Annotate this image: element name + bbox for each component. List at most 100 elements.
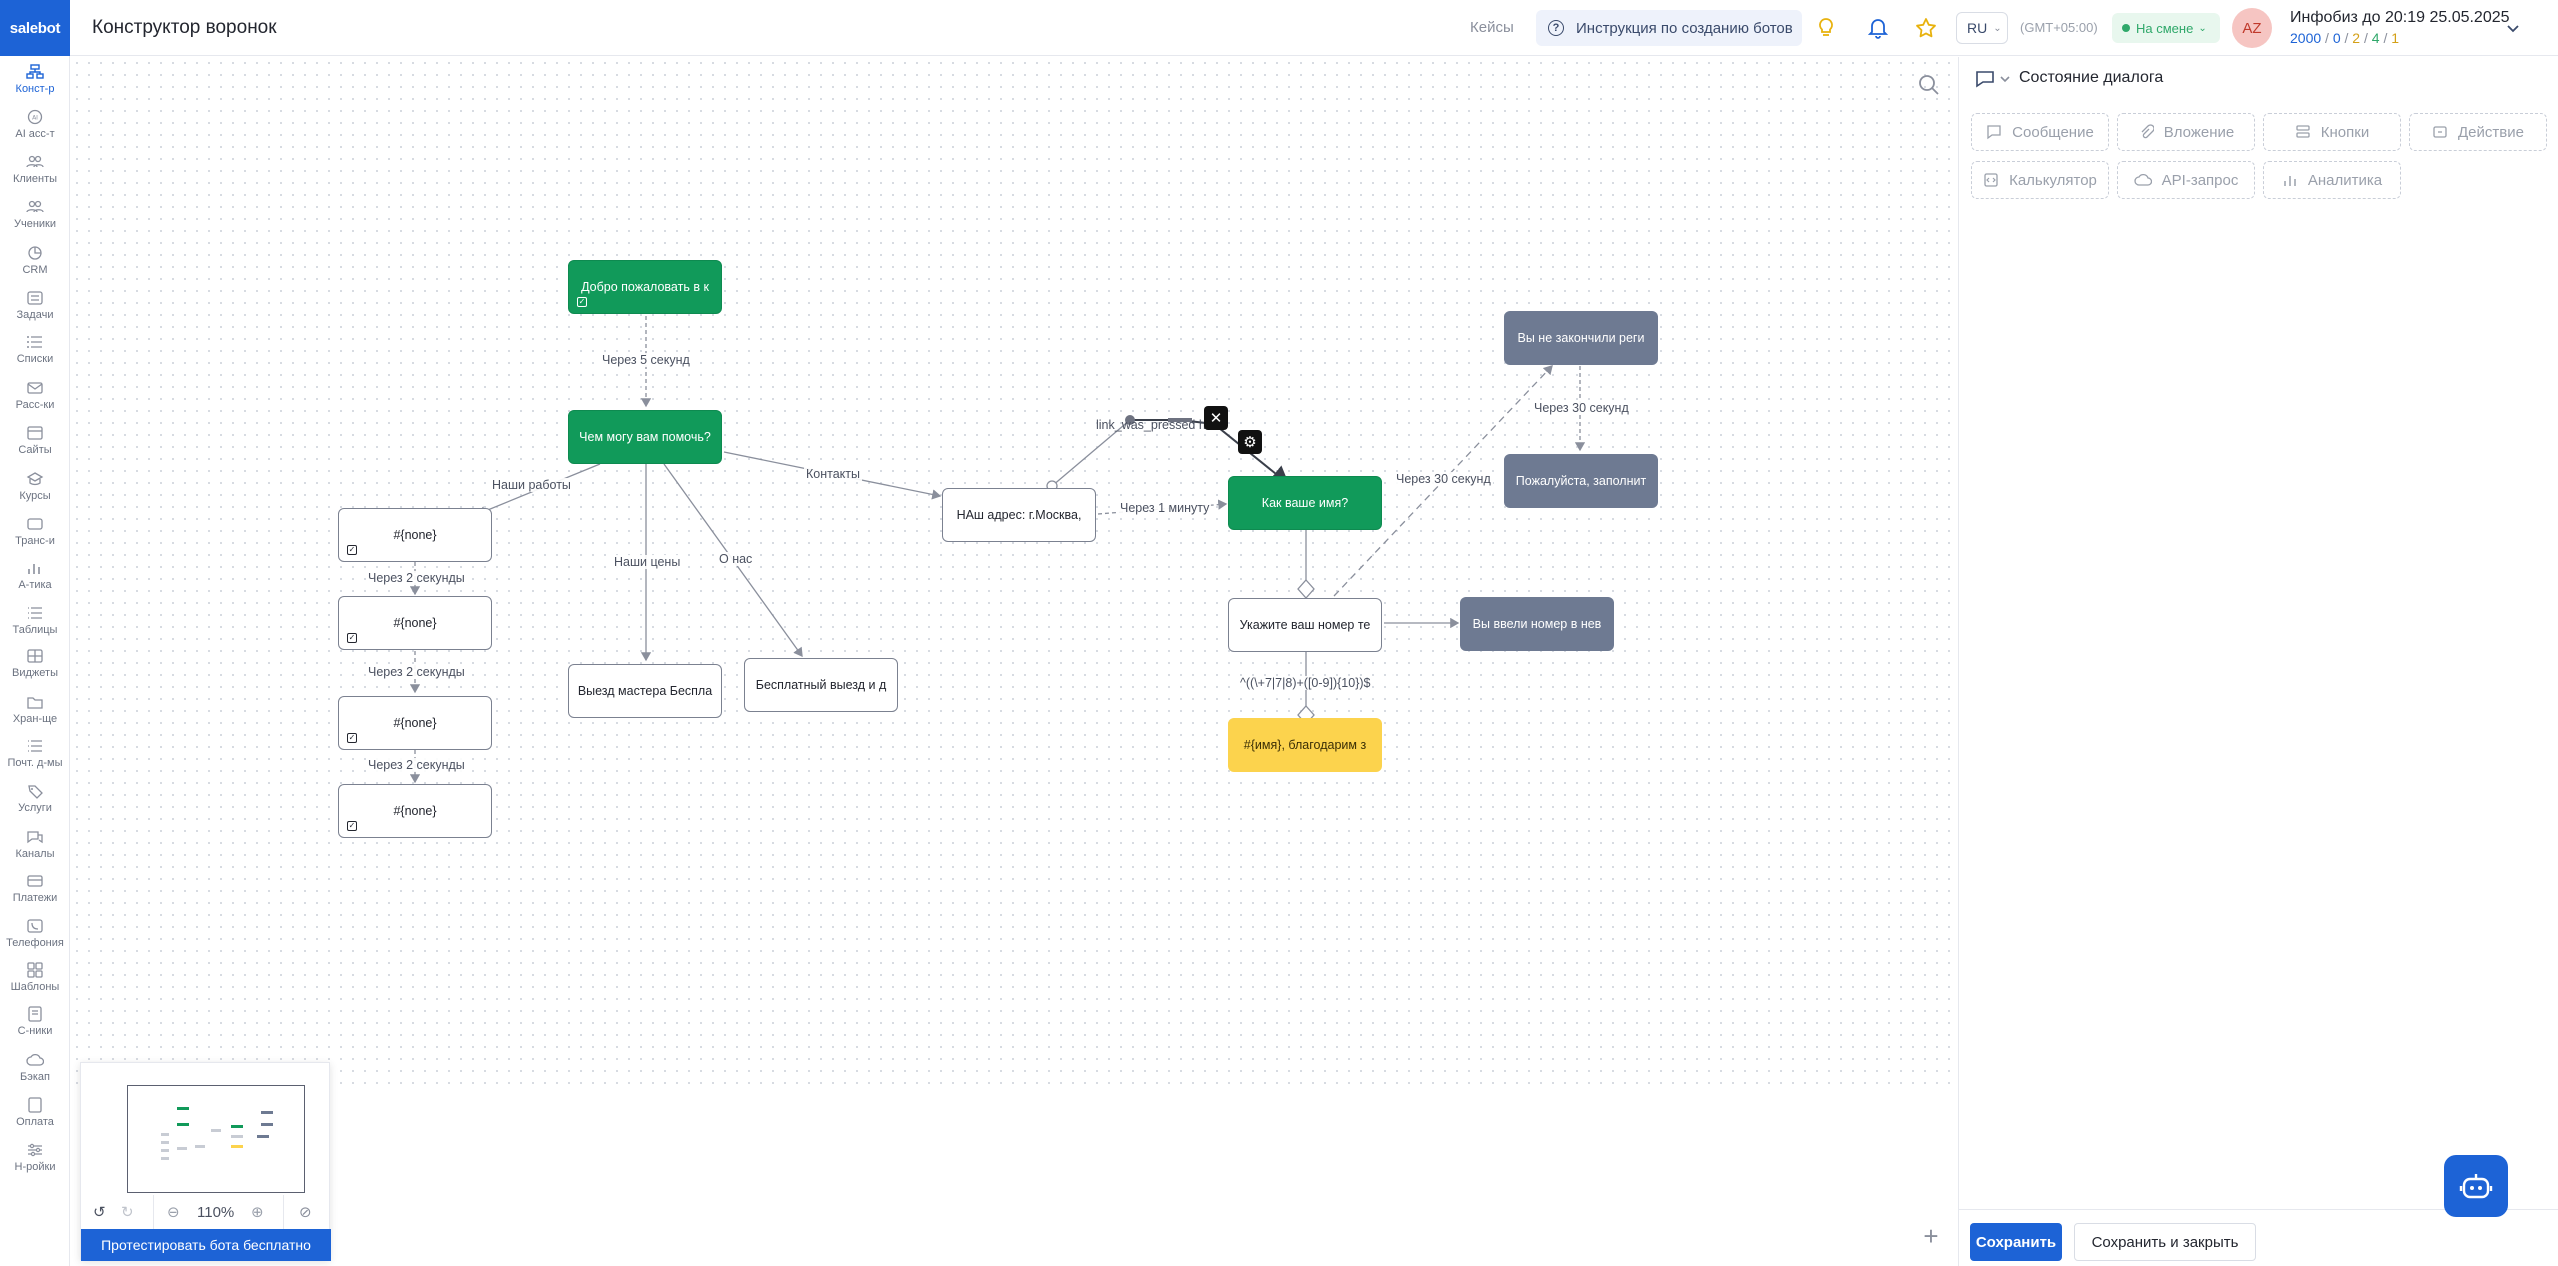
edge-label[interactable]: Наши цены [612,555,683,569]
zoom-out-icon[interactable]: ⊖ [167,1204,180,1221]
sidebar-item-ai[interactable]: AI AI асс-т [0,109,70,140]
assistant-bot-button[interactable] [2444,1155,2508,1217]
sidebar-item-label: А-тика [18,579,52,591]
language-select[interactable]: RU ⌄ [1956,12,2008,44]
edge-label[interactable]: Через 2 секунды [366,665,467,679]
save-button[interactable]: Сохранить [1970,1223,2062,1261]
sidebar-item-clients[interactable]: Клиенты [0,154,70,185]
close-icon: ✕ [1209,410,1223,427]
sidebar-item-widgets[interactable]: Виджеты [0,648,70,679]
add-calculator-block-button[interactable]: Калькулятор [1971,161,2109,199]
sidebar-item-courses[interactable]: Курсы [0,471,70,502]
node-master[interactable]: Выезд мастера Беспла [568,664,722,718]
node-ask-name[interactable]: Как ваше имя? [1228,476,1382,530]
avatar[interactable]: AZ [2232,8,2272,48]
node-address[interactable]: НАш адрес: г.Москва, [942,488,1096,542]
diamond-port-phone-top[interactable] [1297,579,1315,599]
node-not-finished[interactable]: Вы не закончили реги [1504,311,1658,365]
sidebar-item-sites[interactable]: Сайты [0,425,70,456]
sidebar-item-students[interactable]: Ученики [0,199,70,230]
shift-status-toggle[interactable]: На смене ⌄ [2112,13,2220,43]
sidebar-item-label: С-ники [17,1025,53,1037]
sidebar-item-label: Почт. д-мы [7,757,63,769]
add-api-request-block-button[interactable]: API-запрос [2117,161,2255,199]
cases-link[interactable]: Кейсы [1470,19,1514,36]
edge-label[interactable]: Через 30 секунд [1394,472,1493,486]
sidebar-item-channels[interactable]: Каналы [0,829,70,860]
sidebar-item-telephony[interactable]: Телефония [0,918,70,949]
hide-minimap-eye-off-icon[interactable]: ⊘ [299,1204,312,1221]
sidebar-item-templates[interactable]: Шаблоны [0,962,70,993]
undo-icon[interactable]: ↺ [93,1204,106,1221]
edge-label[interactable]: О нас [717,552,755,566]
drag-handle[interactable] [1125,415,1135,425]
edge-label[interactable]: Через 5 секунд [600,353,692,367]
sidebar-item-tasks[interactable]: Задачи [0,290,70,321]
sidebar-item-backup[interactable]: Бэкап [0,1052,70,1083]
sidebar-item-label: Шаблоны [10,981,60,993]
canvas-search-icon[interactable] [1917,73,1945,101]
sidebar-item-directories[interactable]: С-ники [0,1006,70,1037]
sidebar-item-broadcasts[interactable]: Транс-и [0,516,70,547]
add-message-block-button[interactable]: Сообщение [1971,113,2109,151]
add-block-plus-icon[interactable]: + [1923,1221,1939,1251]
chat-state-icon[interactable] [1975,69,2011,94]
checkbox-icon: ✓ [577,297,587,307]
redo-icon[interactable]: ↻ [121,1204,134,1221]
edge-label[interactable]: ^((\+7|7|8)+([0-9]){10})$ [1238,676,1373,690]
lightbulb-icon[interactable] [1814,16,1838,40]
add-attachment-block-button[interactable]: Вложение [2117,113,2255,151]
node-welcome[interactable]: Добро пожаловать в к✓ [568,260,722,314]
edge-label[interactable]: Через 30 секунд [1532,401,1631,415]
sidebar-item-lists[interactable]: Списки [0,334,70,365]
sidebar-item-billing[interactable]: Оплата [0,1097,70,1128]
node-thanks[interactable]: #{имя}, благодарим з [1228,718,1382,772]
test-bot-button[interactable]: Протестировать бота бесплатно [81,1229,331,1261]
bell-icon[interactable] [1866,16,1890,40]
sidebar-item-constructor[interactable]: Конст-р [0,64,70,95]
account-menu-chevron-icon[interactable] [2506,20,2520,38]
brand-logo[interactable]: salebot [0,0,70,56]
edge-label[interactable]: Через 2 секунды [366,758,467,772]
node-free-visit[interactable]: Бесплатный выезд и д [744,658,898,712]
sidebar-item-mail-domains[interactable]: Почт. д-мы [0,738,70,769]
node-none-3[interactable]: #{none}✓ [338,696,492,750]
connection-settings-button[interactable]: ⚙ [1238,430,1262,454]
star-icon[interactable] [1914,16,1938,40]
sidebar-item-services[interactable]: Услуги [0,783,70,814]
bot-guide-button[interactable]: ? Инструкция по созданию ботов [1536,10,1802,46]
edge-label[interactable]: Наши работы [490,478,573,492]
node-none-4[interactable]: #{none}✓ [338,784,492,838]
delete-connection-button[interactable]: ✕ [1204,406,1228,430]
add-buttons-block-button[interactable]: Кнопки [2263,113,2401,151]
node-ask-phone[interactable]: Укажите ваш номер те [1228,598,1382,652]
node-help[interactable]: Чем могу вам помочь? [568,410,722,464]
sidebar-item-storage[interactable]: Хран-ще [0,694,70,725]
minimap-viewport[interactable] [127,1085,305,1193]
edge-label[interactable]: link_was_pressed h [1096,418,1206,432]
sidebar-item-analytics[interactable]: А-тика [0,560,70,591]
sidebar-item-mailing[interactable]: Расс-ки [0,380,70,411]
students-icon [26,199,44,215]
edge-label[interactable]: Через 1 минуту [1118,501,1212,515]
edge-label[interactable]: Контакты [804,467,862,481]
add-action-block-button[interactable]: Действие [2409,113,2547,151]
node-invalid-number[interactable]: Вы ввели номер в нев [1460,597,1614,651]
online-dot-icon [2122,24,2130,32]
sidebar-item-label: Хран-ще [12,713,58,725]
node-none-1[interactable]: #{none}✓ [338,508,492,562]
node-none-2[interactable]: #{none}✓ [338,596,492,650]
sidebar-item-settings[interactable]: Н-ройки [0,1142,70,1173]
sidebar-item-label: Расс-ки [15,399,55,411]
edge-label[interactable]: Через 2 секунды [366,571,467,585]
add-analytics-block-button[interactable]: Аналитика [2263,161,2401,199]
node-please-fill[interactable]: Пожалуйста, заполнит [1504,454,1658,508]
sidebar-item-label: Каналы [15,848,55,860]
sidebar-item-tables[interactable]: Таблицы [0,605,70,636]
sidebar-item-payments[interactable]: Платежи [0,873,70,904]
sidebar-item-crm[interactable]: CRM [0,245,70,276]
zoom-in-icon[interactable]: ⊕ [251,1204,264,1221]
minimap-preview[interactable] [81,1063,331,1195]
save-and-close-button[interactable]: Сохранить и закрыть [2074,1223,2256,1261]
edge-address-link[interactable] [1051,419,1131,487]
